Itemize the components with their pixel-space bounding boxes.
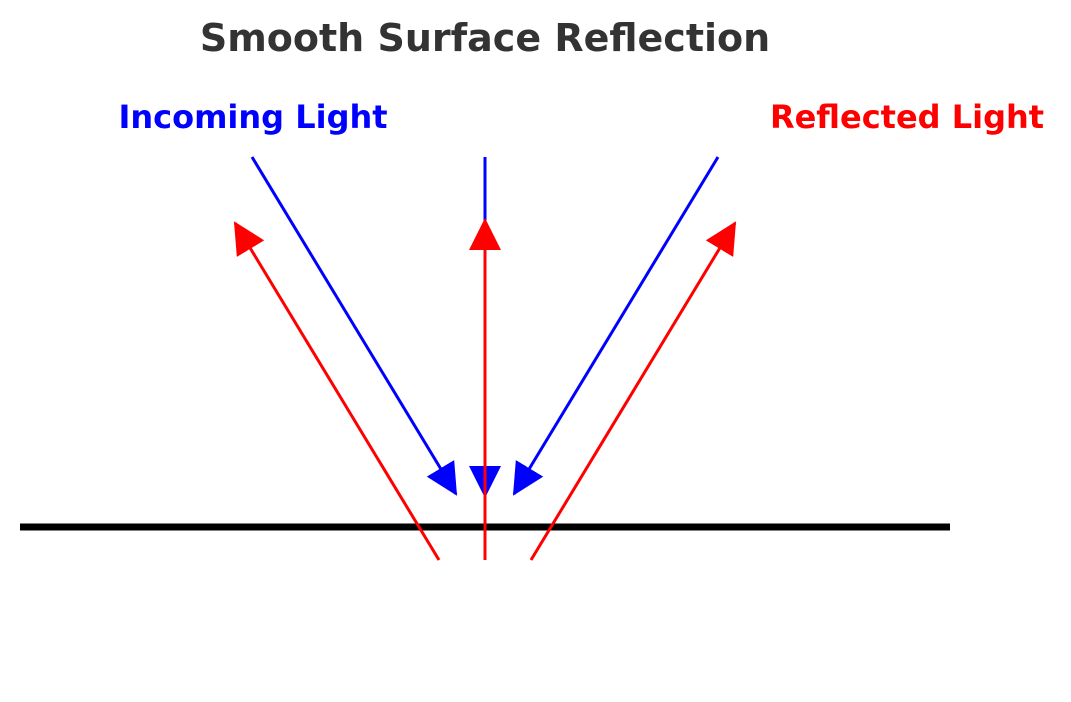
diagram-title: Smooth Surface Reflection <box>200 16 770 60</box>
reflected-ray-right <box>529 221 737 561</box>
incoming-light-label: Incoming Light <box>118 98 387 136</box>
incoming-ray-left <box>250 156 458 496</box>
reflected-ray-left <box>233 221 441 561</box>
incoming-ray-right <box>512 156 720 496</box>
reflected-light-label: Reflected Light <box>770 98 1044 136</box>
